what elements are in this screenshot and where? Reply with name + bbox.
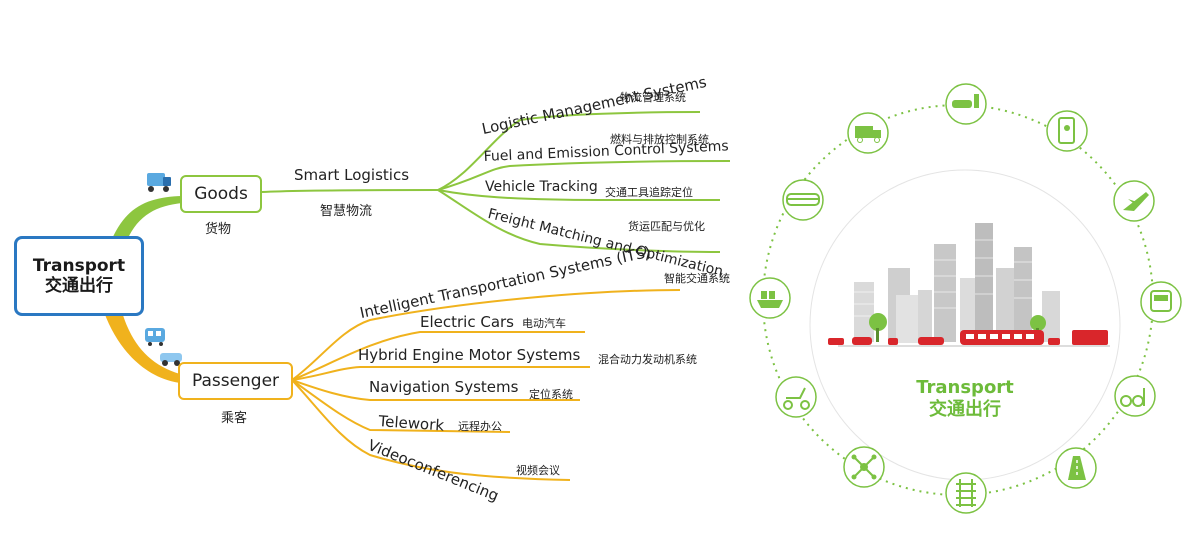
goods-branch-2-cn: 燃料与排放控制系统 <box>610 133 709 146</box>
goods-branch-3-en: Vehicle Tracking <box>485 179 598 195</box>
goods-branch-3-cn: 交通工具追踪定位 <box>605 186 693 199</box>
circle-title-cn: 交通出行 <box>929 399 1001 420</box>
tram-icon <box>145 328 165 346</box>
smart-logistics-label-cn: 智慧物流 <box>320 204 373 219</box>
train-icon <box>782 179 824 221</box>
delivery-truck-icon <box>847 112 889 154</box>
cargo-ship-icon <box>749 277 791 319</box>
goods-branch-4-cn: 货运匹配与优化 <box>628 220 705 233</box>
root-node-transport: Transport 交通出行 <box>14 236 144 316</box>
small-car-icon <box>160 353 182 366</box>
root-title-en: Transport <box>32 256 126 276</box>
airplane-icon <box>1113 180 1155 222</box>
goods-label: Goods <box>194 184 248 204</box>
goods-label-cn: 货物 <box>205 222 232 237</box>
car-charging-icon <box>945 83 987 125</box>
goods-node: Goods <box>180 175 262 213</box>
passenger-branch-3-en: Hybrid Engine Motor Systems <box>358 346 581 364</box>
passenger-label-cn: 乘客 <box>221 411 248 426</box>
goods-to-hub-line <box>261 189 439 193</box>
passenger-branch-4-cn: 定位系统 <box>529 388 573 401</box>
city-skyline-illustration <box>828 223 1110 347</box>
scooter-icon <box>775 376 817 418</box>
goods-branch-lines <box>437 111 731 253</box>
passenger-branch-4-en: Navigation Systems <box>369 378 519 396</box>
passenger-branch-3-cn: 混合动力发动机系统 <box>598 353 697 366</box>
railway-track-icon <box>945 472 987 514</box>
passenger-branch-lines <box>291 289 681 481</box>
passenger-branch-2-cn: 电动汽车 <box>522 317 566 330</box>
circle-title-en: Transport <box>916 377 1014 398</box>
passenger-trunk <box>104 312 180 383</box>
road-icon <box>1055 447 1097 489</box>
goods-trunk <box>110 196 182 248</box>
goods-branch-1-cn: 物流管理系统 <box>620 91 686 104</box>
circle-title: Transport 交通出行 <box>900 377 1030 421</box>
passenger-label: Passenger <box>191 371 280 391</box>
ring-icons <box>749 83 1182 514</box>
bus-icon <box>1140 281 1182 323</box>
passenger-node: Passenger <box>178 362 293 400</box>
passenger-branch-2-en: Electric Cars <box>420 313 514 331</box>
smartphone-map-icon <box>1046 110 1088 152</box>
passenger-branch-1-cn: 智能交通系统 <box>664 272 730 285</box>
network-node-icon <box>843 446 885 488</box>
root-title-cn: 交通出行 <box>45 276 113 296</box>
delivery-van-icon <box>147 173 171 192</box>
passenger-branch-6-cn: 视频会议 <box>516 464 560 477</box>
smart-logistics-label: Smart Logistics <box>294 166 410 184</box>
passenger-branch-5-cn: 远程办公 <box>458 420 502 433</box>
bicycle-pedestrian-icon <box>1114 375 1156 417</box>
